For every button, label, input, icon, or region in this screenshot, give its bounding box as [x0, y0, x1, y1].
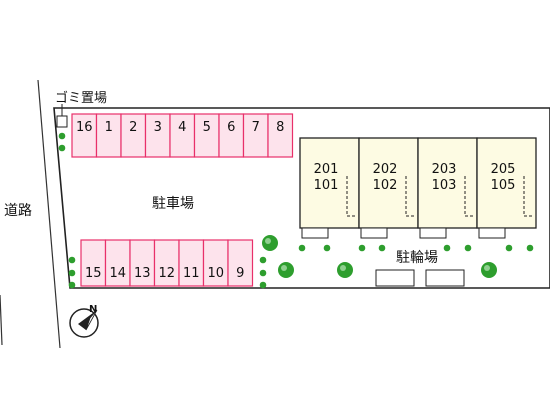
- parking-row-bottom: 15 14 13 12 11 10 9: [80, 239, 254, 287]
- shrub-dot: [58, 144, 66, 152]
- road-label: 道路: [4, 203, 32, 219]
- unit-number-lower: 101: [314, 178, 339, 193]
- apartment-unit: [299, 137, 360, 229]
- parking-space-number: 13: [134, 266, 151, 281]
- shrubs: [58, 132, 534, 289]
- apartment-unit: [476, 137, 537, 229]
- road-edge-line: [37, 79, 61, 349]
- parking-space-number: 16: [76, 120, 93, 135]
- unit-number-lower: 105: [491, 178, 516, 193]
- parking-space: [104, 239, 131, 287]
- shrub-dot: [58, 132, 66, 140]
- shrub-dot: [505, 244, 513, 252]
- parking-space: [267, 113, 294, 158]
- balcony: [419, 227, 447, 239]
- parking-space: [144, 113, 171, 158]
- unit-number-upper: 201: [314, 162, 339, 177]
- bicycle-rack-left: [375, 269, 415, 287]
- unit-divider-dashed: [405, 176, 416, 217]
- tree-highlight: [265, 238, 271, 244]
- shrub-dot: [323, 244, 331, 252]
- parking-space: [169, 113, 196, 158]
- shrub-dot: [259, 256, 267, 264]
- shrub-dot: [259, 281, 267, 289]
- tree-highlight: [281, 265, 287, 271]
- parking-space-number: 10: [207, 266, 224, 281]
- shrub-dot: [68, 269, 76, 277]
- parking-space-number: 12: [158, 266, 175, 281]
- parking-space: [218, 113, 245, 158]
- unit-number-upper: 205: [491, 162, 516, 177]
- parking-space-number: 7: [252, 120, 260, 135]
- shrub-dot: [68, 281, 76, 289]
- shrub-dot: [68, 256, 76, 264]
- trees: [262, 235, 497, 278]
- parking-label: 駐車場: [152, 195, 194, 212]
- parking-space: [153, 239, 180, 287]
- parking-space: [227, 239, 254, 287]
- parking-space-number: 5: [203, 120, 211, 135]
- balcony: [360, 227, 388, 239]
- tree-highlight: [340, 265, 346, 271]
- unit-number-upper: 203: [432, 162, 457, 177]
- apartment-unit: [417, 137, 478, 229]
- parking-space-number: 9: [236, 266, 244, 281]
- parking-space: [95, 113, 122, 158]
- apartment-unit: [358, 137, 419, 229]
- parking-space-number: 8: [276, 120, 284, 135]
- parking-space-number: 3: [154, 120, 162, 135]
- unit-divider-dashed: [464, 176, 475, 217]
- garbage-label: ゴミ置場: [55, 90, 107, 106]
- garbage-box: [56, 115, 68, 128]
- unit-number-upper: 202: [373, 162, 398, 177]
- shrub-dot: [378, 244, 386, 252]
- tree-highlight: [484, 265, 490, 271]
- parking-space-number: 14: [109, 266, 126, 281]
- parking-space-number: 15: [85, 266, 102, 281]
- road-edge-line-far: [0, 294, 3, 346]
- shrub-dot: [443, 244, 451, 252]
- shrub-dot: [464, 244, 472, 252]
- parking-space-number: 2: [129, 120, 137, 135]
- parking-space: [71, 113, 98, 158]
- balcony: [478, 227, 506, 239]
- unit-number-lower: 103: [432, 178, 457, 193]
- unit-number-lower: 102: [373, 178, 398, 193]
- parking-space-number: 1: [105, 120, 113, 135]
- parking-space: [242, 113, 269, 158]
- unit-divider-dashed: [346, 176, 357, 217]
- parking-space-number: 11: [183, 266, 200, 281]
- north-compass-icon: N: [69, 304, 99, 338]
- shrub-dot: [526, 244, 534, 252]
- balcony: [301, 227, 329, 239]
- parking-space: [129, 239, 156, 287]
- parking-space: [193, 113, 220, 158]
- bicycle-parking-label: 駐輪場: [396, 249, 438, 266]
- parking-row-top: 16 1 2 3 4 5 6 7 8: [71, 113, 294, 158]
- parking-space-number: 4: [178, 120, 186, 135]
- shrub-dot: [298, 244, 306, 252]
- parking-space-number: 6: [227, 120, 235, 135]
- shrub-dot: [259, 269, 267, 277]
- shrub-dot: [358, 244, 366, 252]
- north-label: N: [89, 304, 97, 315]
- parking-space: [202, 239, 229, 287]
- bicycle-rack-right: [425, 269, 465, 287]
- unit-divider-dashed: [523, 176, 534, 217]
